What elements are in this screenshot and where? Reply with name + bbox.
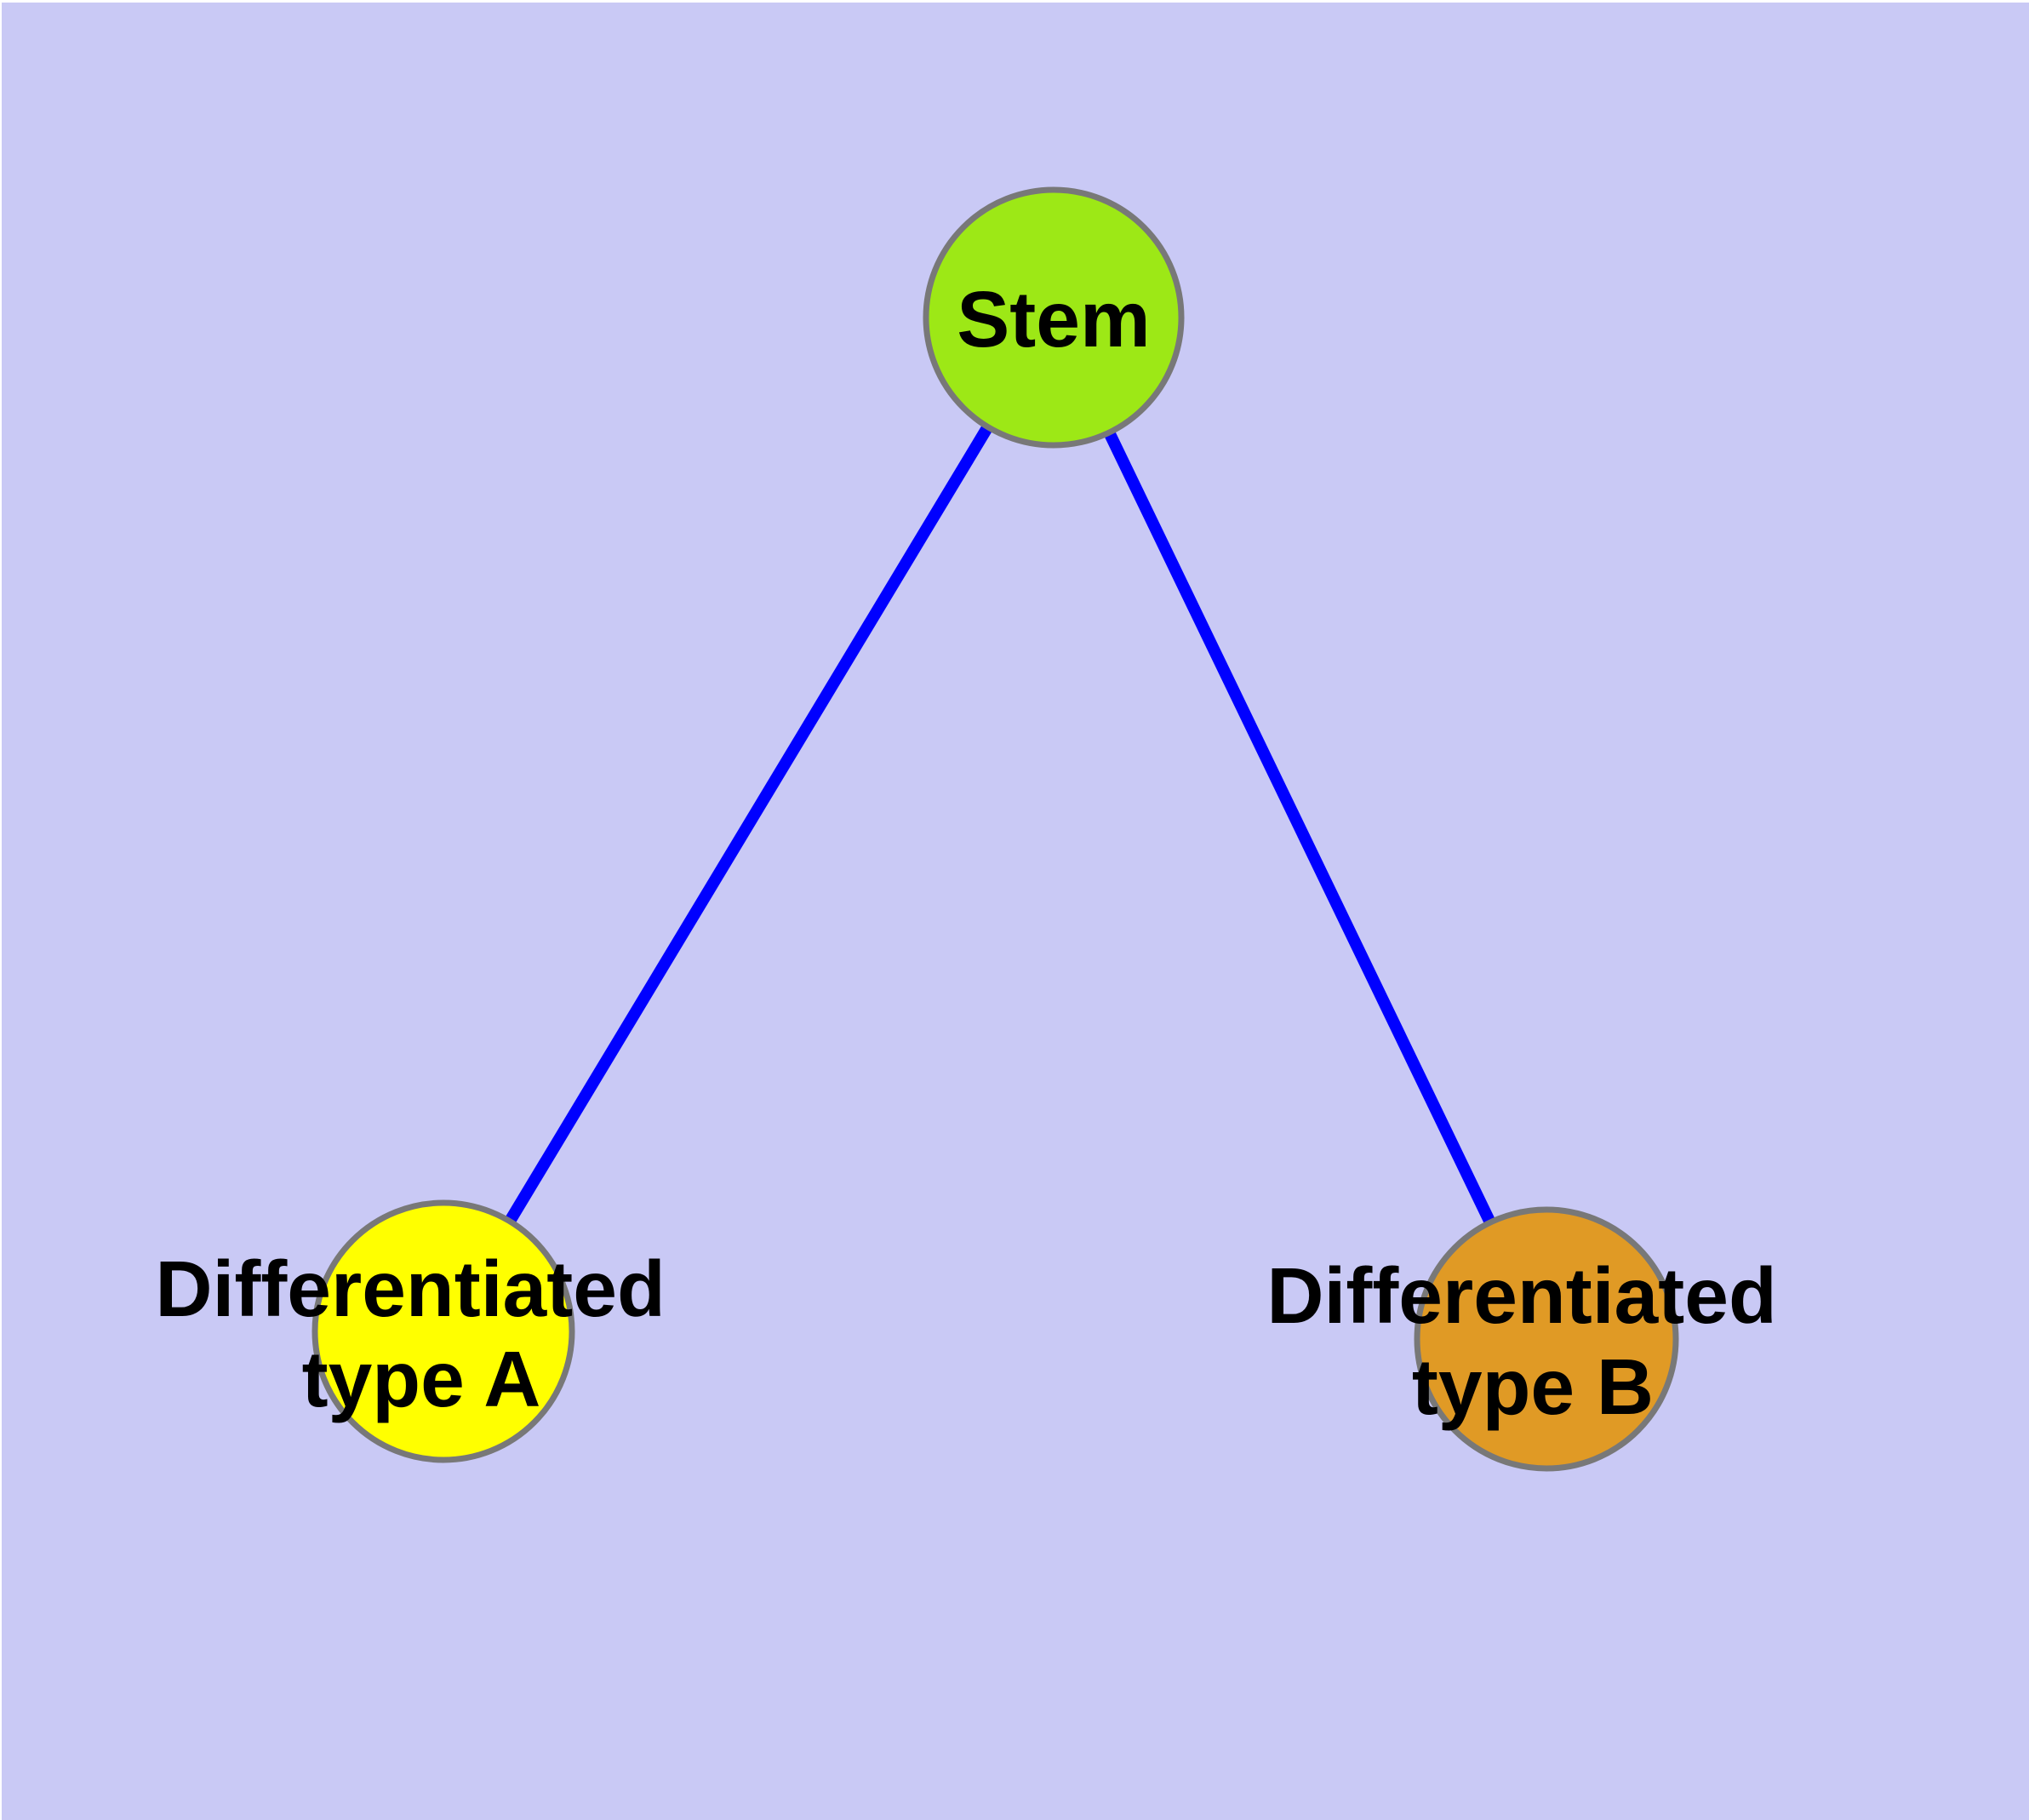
- node-type-b-label-line1: Differentiated: [1266, 1251, 1776, 1340]
- edge-stem-to-type-a: [438, 314, 1059, 1335]
- node-type-a-label-line2: type A: [302, 1335, 541, 1423]
- node-differentiated-type-a: Differentiated type A: [155, 1199, 687, 1463]
- node-type-a-label-line1: Differentiated: [155, 1245, 665, 1333]
- node-differentiated-type-b: Differentiated type B: [1266, 1206, 1798, 1472]
- node-type-a-circle: [311, 1199, 575, 1463]
- node-type-a-label: Differentiated type A: [155, 1245, 687, 1423]
- edge-stem-to-type-b: [1048, 314, 1552, 1342]
- node-type-b-label: Differentiated type B: [1266, 1251, 1798, 1431]
- node-stem-circle: [923, 186, 1185, 449]
- node-type-b-circle: [1414, 1206, 1679, 1472]
- node-type-b-label-line2: type B: [1412, 1342, 1654, 1431]
- node-stem-label: Stem: [957, 275, 1150, 363]
- node-stem: Stem: [923, 186, 1185, 449]
